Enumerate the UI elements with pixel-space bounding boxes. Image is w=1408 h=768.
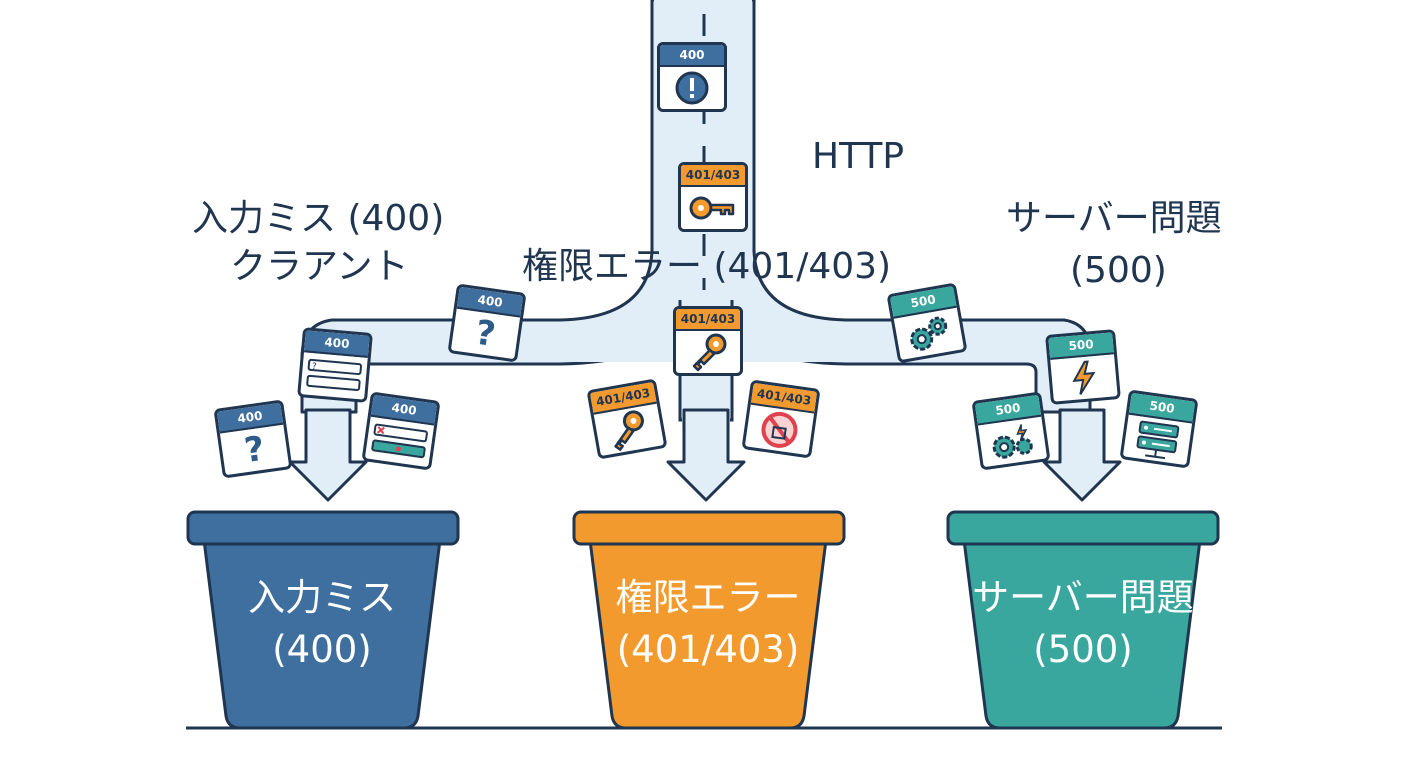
form-field-icon: ? — [306, 358, 362, 392]
svg-text:?: ? — [311, 362, 317, 372]
bucket-server-code: (500) — [1033, 627, 1133, 671]
bucket-permission-code: (401/403) — [616, 627, 800, 671]
card-left-error-400: 400 — [361, 391, 441, 471]
card-right-bolt-500: 500 — [1045, 329, 1121, 405]
key-icon — [614, 410, 644, 451]
card-pipe-401: 401/403 — [678, 162, 748, 232]
bucket-server-error — [946, 510, 1220, 730]
card-left-question-400: 400 ? — [213, 399, 293, 479]
card-left-form-400: 400 ? — [297, 327, 373, 403]
card-code: 400 — [660, 45, 724, 67]
protocol-label: HTTP — [812, 136, 905, 177]
bucket-input-code: (400) — [272, 627, 372, 671]
card-branch-mid-401: 401/403 — [673, 306, 743, 376]
question-icon: ? — [241, 428, 268, 472]
bucket-input-label: 入力ミス (400) — [222, 572, 422, 676]
auth-label: 権限エラー (401/403) — [522, 246, 892, 287]
card-mid-key-401: 401/403 — [586, 378, 668, 460]
server-label-line2: (500) — [1070, 250, 1167, 291]
left-down-arrow — [288, 408, 368, 502]
lightning-icon — [1072, 360, 1096, 395]
bucket-server-title: サーバー問題 — [972, 576, 1194, 619]
card-code: 401/403 — [681, 165, 745, 187]
client-label-line1: 入力ミス (400) — [192, 198, 445, 239]
bucket-server-label: サーバー問題 (500) — [972, 572, 1194, 676]
question-icon: ? — [472, 312, 499, 356]
server-rack-icon — [1136, 420, 1180, 460]
exclamation-icon — [675, 71, 709, 105]
blocked-icon — [761, 411, 798, 448]
form-error-icon — [371, 423, 428, 459]
card-right-server-500: 500 — [1119, 389, 1199, 469]
bucket-input-error — [186, 510, 460, 730]
key-icon — [692, 333, 727, 372]
bucket-permission-title: 権限エラー — [615, 576, 801, 619]
gears-icon — [910, 316, 948, 351]
card-branch-left-400: 400 ? — [447, 283, 527, 363]
right-down-arrow — [1042, 408, 1122, 502]
card-top-400: 400 — [657, 42, 727, 112]
bucket-permission-label: 権限エラー (401/403) — [598, 572, 818, 676]
card-mid-blocked-401: 401/403 — [741, 379, 821, 459]
bucket-input-title: 入力ミス — [248, 576, 396, 619]
card-right-gears-500: 500 — [971, 391, 1051, 471]
server-label-line1: サーバー問題 — [1006, 198, 1222, 239]
card-branch-right-500: 500 — [886, 282, 968, 364]
middle-down-arrow — [666, 408, 746, 502]
gears-icon — [992, 424, 1033, 459]
bucket-permission-error — [572, 510, 846, 730]
key-icon — [689, 196, 735, 220]
card-code: 401/403 — [676, 309, 740, 331]
client-label-line2: クラアント — [230, 246, 409, 287]
